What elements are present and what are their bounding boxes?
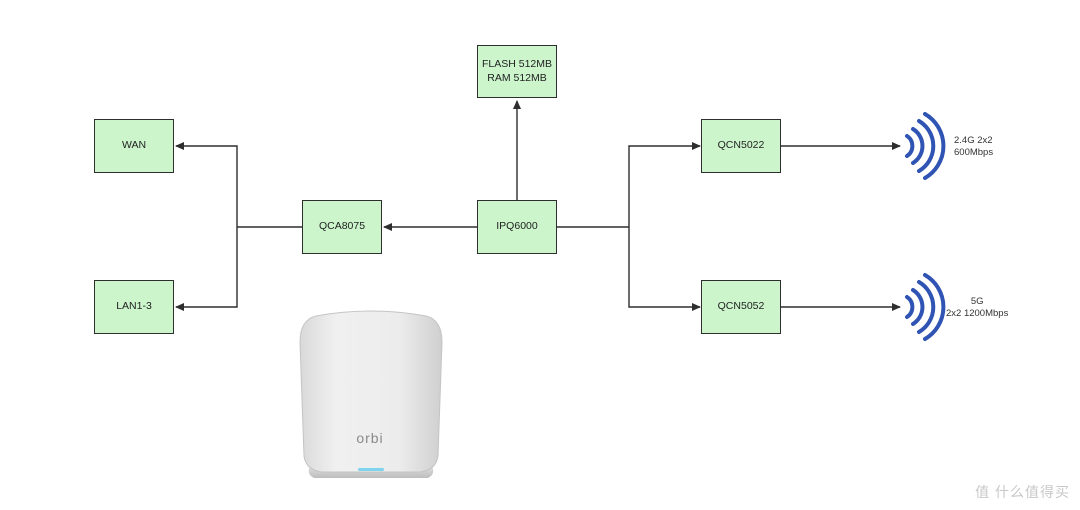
band-5g-label: 5G 2x2 1200Mbps [946, 296, 1008, 321]
link-to-wan [176, 146, 237, 227]
qca8075-box: QCA8075 [302, 200, 382, 254]
orbi-brand-text: orbi [356, 430, 383, 446]
orbi-router-image: orbi [296, 308, 446, 484]
flash-ram-box: FLASH 512MB RAM 512MB [477, 45, 557, 98]
watermark: 值 什么值得买 [975, 482, 1070, 502]
ram-label: RAM 512MB [487, 72, 547, 85]
ipq6000-box: IPQ6000 [477, 200, 557, 254]
band-5g-line2: 2x2 1200Mbps [946, 308, 1008, 320]
qcn5052-box: QCN5052 [701, 280, 781, 334]
link-to-qcn5022 [629, 146, 700, 227]
band-24g-label: 2.4G 2x2 600Mbps [954, 135, 993, 160]
wifi-waves-icon [907, 114, 943, 178]
lan-box: LAN1-3 [94, 280, 174, 334]
band-24g-line2: 600Mbps [954, 147, 993, 159]
band-5g-line1: 5G [946, 296, 1008, 308]
band-24g-line1: 2.4G 2x2 [954, 135, 993, 147]
qcn5052-label: QCN5052 [718, 300, 765, 313]
link-to-qcn5052 [629, 227, 700, 307]
link-to-lan [176, 227, 237, 307]
wan-box: WAN [94, 119, 174, 173]
wan-label: WAN [122, 139, 146, 152]
ipq6000-label: IPQ6000 [496, 220, 537, 233]
lan-label: LAN1-3 [116, 300, 152, 313]
flash-label: FLASH 512MB [482, 58, 552, 71]
qca8075-label: QCA8075 [319, 220, 365, 233]
qcn5022-label: QCN5022 [718, 139, 765, 152]
qcn5022-box: QCN5022 [701, 119, 781, 173]
wifi-waves-icon [907, 275, 943, 339]
